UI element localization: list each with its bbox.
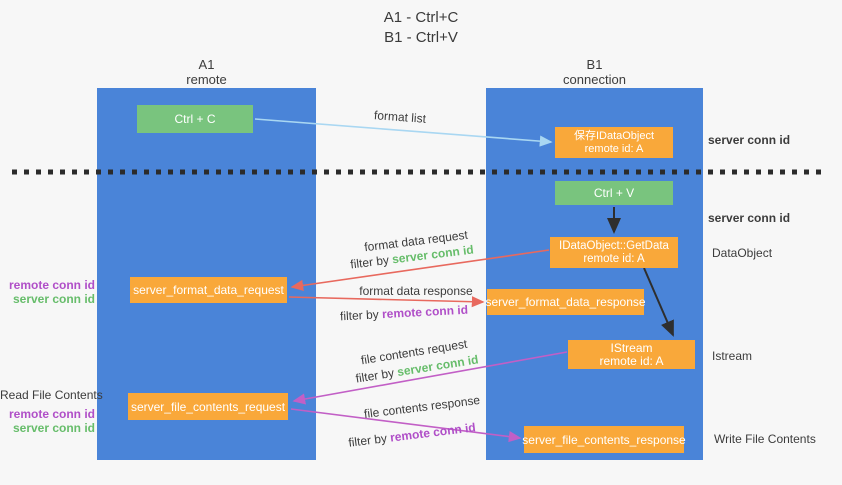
arrow-getdata-to-istream xyxy=(643,267,674,337)
server-conn-id-note-file: server conn id xyxy=(12,421,95,435)
lifeline-a1-sub: remote xyxy=(186,72,227,87)
diagram-title: A1 - Ctrl+C B1 - Ctrl+V xyxy=(0,8,842,48)
ctrl-v-label: Ctrl + V xyxy=(593,186,635,200)
format-data-response-label: format data response xyxy=(359,284,473,298)
ctrl-v-box: Ctrl + V xyxy=(555,181,673,205)
arrow-format-data-response xyxy=(288,296,485,308)
title-line-1: A1 - Ctrl+C xyxy=(383,9,459,26)
server-file-contents-request-box: server_file_contents_request xyxy=(128,393,288,420)
arrow-format-list xyxy=(254,118,553,147)
istream-line1: IStream xyxy=(610,340,653,355)
lifeline-header-b1: B1 connection xyxy=(486,57,703,87)
server-format-data-request-label: server_format_data_request xyxy=(133,283,284,297)
save-dataobject-box: 保存IDataObject remote id: A xyxy=(555,127,673,158)
getdata-line1: IDataObject::GetData xyxy=(559,239,669,252)
filter-by-text: filter by xyxy=(339,307,380,324)
save-dataobject-line1: 保存IDataObject xyxy=(573,129,655,142)
file-conn-id-stack: remote conn id server conn id xyxy=(0,407,95,435)
server-format-data-request-box: server_format_data_request xyxy=(130,277,287,303)
istream-note: Istream xyxy=(712,349,753,363)
server-format-data-response-box: server_format_data_response xyxy=(485,289,646,315)
lifeline-a1-name: A1 xyxy=(198,57,215,72)
server-conn-id-note-mid: server conn id xyxy=(708,211,791,225)
title-line-2: B1 - Ctrl+V xyxy=(384,29,458,46)
server-file-contents-response-box: server_file_contents_response xyxy=(522,426,686,453)
arrow-file-contents-request xyxy=(292,351,568,405)
istream-line2: remote id: A xyxy=(599,353,664,368)
getdata-line2: remote id: A xyxy=(583,252,645,265)
write-file-contents-note: Write File Contents xyxy=(714,432,816,446)
ctrl-c-box: Ctrl + C xyxy=(137,105,253,133)
read-file-contents-text: Read File Contents xyxy=(0,388,103,402)
remote-conn-id-note-file: remote conn id xyxy=(8,407,95,421)
arrow-format-data-request xyxy=(290,249,550,291)
lifeline-b1-name: B1 xyxy=(586,57,603,72)
server-conn-id-note-top: server conn id xyxy=(708,133,791,147)
read-file-contents-note: Read File Contents xyxy=(0,388,103,402)
lifeline-b1-sub: connection xyxy=(563,72,626,87)
lifeline-header-a1: A1 remote xyxy=(97,57,316,87)
ctrl-c-label: Ctrl + C xyxy=(174,112,216,126)
format-conn-id-stack: remote conn id server conn id xyxy=(0,278,95,306)
dataobject-note: DataObject xyxy=(712,246,773,260)
server-conn-id-note-format: server conn id xyxy=(12,292,95,306)
save-dataobject-line2: remote id: A xyxy=(584,142,644,155)
remote-conn-id-note-format: remote conn id xyxy=(8,278,95,292)
arrow-file-contents-response xyxy=(290,408,522,443)
getdata-box: IDataObject::GetData remote id: A xyxy=(550,237,678,268)
server-file-contents-request-label: server_file_contents_request xyxy=(130,399,286,414)
istream-box: IStream remote id: A xyxy=(568,340,695,369)
server-format-data-response-label: server_format_data_response xyxy=(485,295,646,309)
server-file-contents-response-label: server_file_contents_response xyxy=(522,432,686,447)
